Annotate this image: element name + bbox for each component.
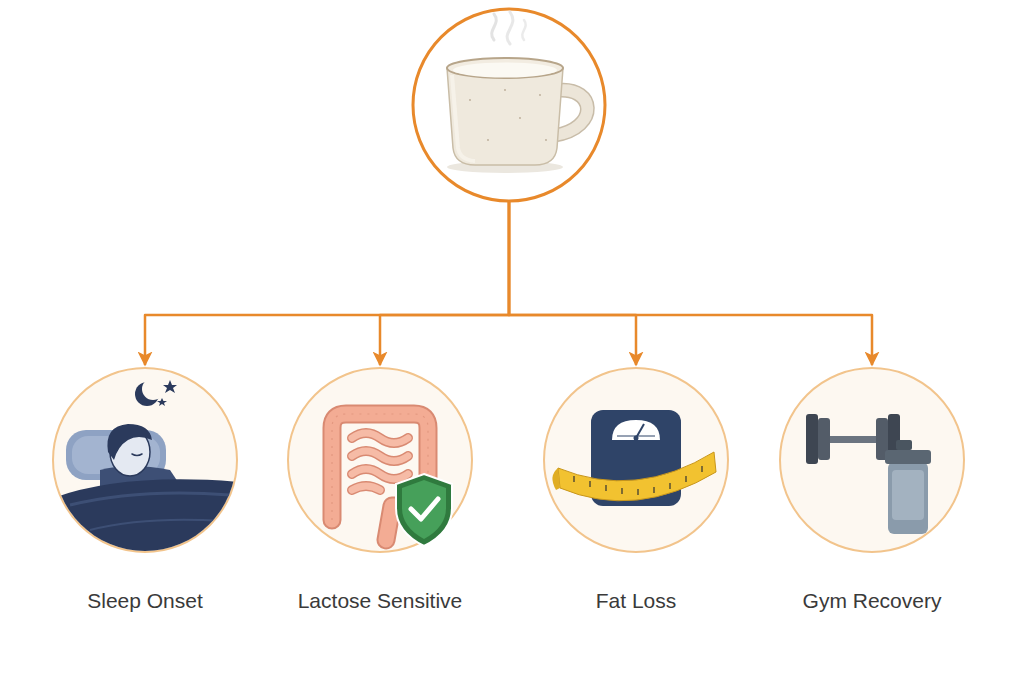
circle-shape <box>544 368 728 552</box>
node-label: Fat Loss <box>513 588 759 613</box>
branch-arrow <box>380 202 509 365</box>
circle-outline <box>779 367 965 553</box>
circle-outline <box>543 367 729 553</box>
node-label: Lactose Sensitive <box>257 588 503 613</box>
circle-shape <box>413 9 605 201</box>
circle-shape <box>780 368 964 552</box>
circle-outline <box>52 367 238 553</box>
benefit-circle: Sleep Onset <box>52 367 238 553</box>
branch-arrow <box>509 202 636 365</box>
benefit-circle: Fat Loss <box>543 367 729 553</box>
benefit-circle: Gym Recovery <box>779 367 965 553</box>
node-label: Sleep Onset <box>22 588 268 613</box>
branch-arrow <box>145 202 509 365</box>
circle-outline <box>287 367 473 553</box>
circle-shape <box>288 368 472 552</box>
node-label: Gym Recovery <box>749 588 995 613</box>
hub-circle <box>412 8 606 202</box>
circle-shape <box>53 368 237 552</box>
circle-outline <box>412 8 606 202</box>
benefit-circle: Lactose Sensitive <box>287 367 473 553</box>
branch-arrow <box>509 202 872 365</box>
